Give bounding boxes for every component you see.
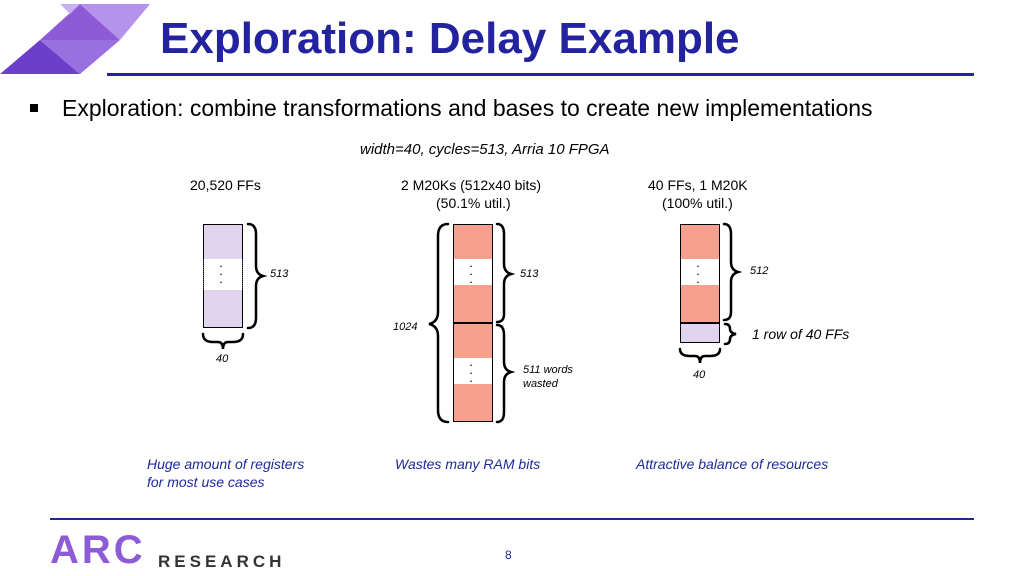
col3-height-brace xyxy=(722,222,743,322)
col1-caption-line2: for most use cases xyxy=(147,474,265,490)
page-title: Exploration: Delay Example xyxy=(160,14,740,63)
col2-wasted-line2: wasted xyxy=(523,378,558,390)
col1-heading: 20,520 FFs xyxy=(190,177,261,193)
col3-width-brace xyxy=(678,347,722,364)
col3-heading-line2: (100% util.) xyxy=(662,195,733,211)
logo-letters: ARC xyxy=(50,528,146,572)
col2-total-brace xyxy=(428,222,450,424)
page-number: 8 xyxy=(505,548,512,562)
col2-height-brace xyxy=(495,222,516,324)
col2-height-label: 513 xyxy=(520,268,539,280)
col2-wasted-line1: 511 words xyxy=(523,364,573,376)
col3-ffrow-brace xyxy=(723,322,737,346)
title-rule xyxy=(107,73,974,76)
col3-heading-line1: 40 FFs, 1 M20K xyxy=(648,177,748,193)
col3-width-label: 40 xyxy=(693,369,706,381)
col3-ff-row-label: 1 row of 40 FFs xyxy=(752,326,850,342)
corner-triangles-decoration xyxy=(0,4,150,74)
col2-wasted-brace xyxy=(495,323,516,424)
col3-caption: Attractive balance of resources xyxy=(636,456,829,472)
bullet-text: Exploration: combine transformations and… xyxy=(62,95,873,121)
col2-total-label: 1024 xyxy=(393,321,418,333)
footer-rule xyxy=(50,518,974,520)
col1-caption-line1: Huge amount of registers xyxy=(147,456,305,472)
col1-width-brace xyxy=(201,332,245,350)
col1-width-label: 40 xyxy=(216,353,229,365)
col1-caption: Huge amount of registers for most use ca… xyxy=(147,455,367,491)
col2-heading-line1: 2 M20Ks (512x40 bits) xyxy=(401,177,542,193)
col2-caption: Wastes many RAM bits xyxy=(395,456,541,472)
logo-word: RESEARCH xyxy=(158,552,286,571)
bullet-marker xyxy=(30,104,38,112)
subtitle: width=40, cycles=513, Arria 10 FPGA xyxy=(360,141,610,158)
col1-height-brace xyxy=(246,222,268,330)
arc-research-logo: ARC RESEARCH xyxy=(50,528,281,572)
col1-height-label: 513 xyxy=(270,268,289,280)
col3-height-label: 512 xyxy=(750,265,769,277)
col2-heading-line2: (50.1% util.) xyxy=(436,195,511,211)
